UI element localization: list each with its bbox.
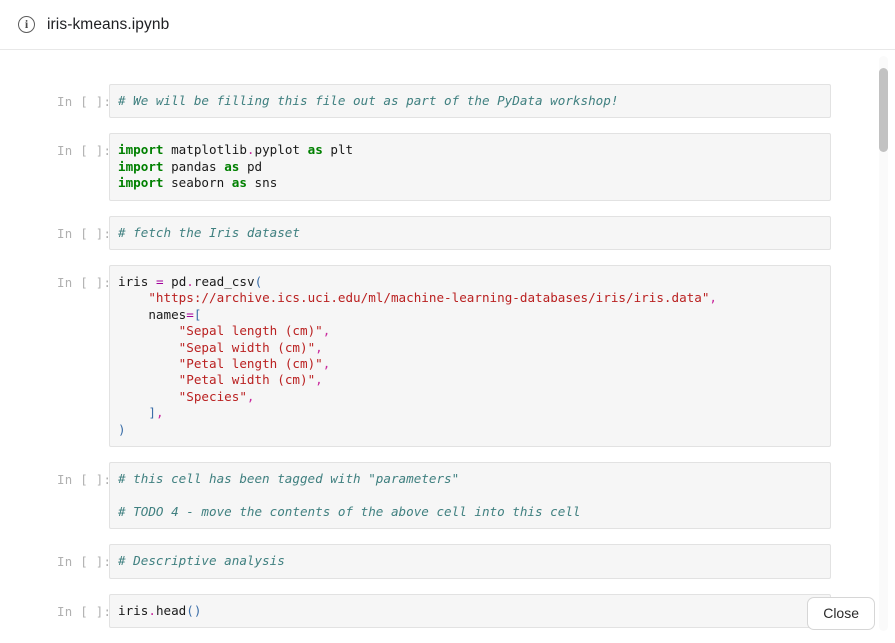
cell-source: # We will be filling this file out as pa… <box>118 93 619 108</box>
cell-source: iris.head() <box>118 602 202 618</box>
cell-source: # fetch the Iris dataset <box>118 224 300 240</box>
cell-editor[interactable]: # We will be filling this file out as pa… <box>109 84 831 119</box>
cell-prompt: In [ ]: <box>57 603 112 619</box>
cell-prompt: In [ ]: <box>57 94 112 109</box>
window-header: i iris-kmeans.ipynb <box>0 0 895 50</box>
cell-editor[interactable]: iris.head() <box>109 593 831 629</box>
notebook-cell[interactable]: In [ ]: # fetch the Iris dataset <box>0 215 858 251</box>
notebook-cell[interactable]: In [ ]: # Descriptive analysis <box>0 544 858 579</box>
notebook-cell[interactable]: In [ ]: # We will be filling this file ou… <box>0 84 858 119</box>
vertical-scrollbar[interactable] <box>879 56 888 631</box>
notebook-cell[interactable]: In [ ]: # this cell has been tagged with … <box>0 462 858 530</box>
cell-editor[interactable]: # Descriptive analysis <box>109 544 831 579</box>
cell-editor[interactable]: import matplotlib.pyplot as plt import p… <box>109 133 831 201</box>
cell-editor[interactable]: # this cell has been tagged with "parame… <box>109 462 831 530</box>
cell-prompt: In [ ]: <box>57 275 112 291</box>
scrollbar-thumb[interactable] <box>879 68 888 152</box>
close-button[interactable]: Close <box>807 596 875 630</box>
info-circle-icon[interactable]: i <box>18 16 35 33</box>
notebook-cell-list: In [ ]: # We will be filling this file ou… <box>0 51 858 643</box>
cell-editor[interactable]: # fetch the Iris dataset <box>109 215 831 251</box>
page-title: iris-kmeans.ipynb <box>47 15 170 33</box>
notebook-cell[interactable]: In [ ]: iris = pd.read_csv( "https://arch… <box>0 265 858 448</box>
cell-source: iris = pd.read_csv( "https://archive.ics… <box>118 274 718 437</box>
cell-prompt: In [ ]: <box>57 472 112 488</box>
cell-source: # Descriptive analysis <box>118 553 285 569</box>
cell-prompt: In [ ]: <box>57 143 112 159</box>
notebook-cell[interactable]: In [ ]: iris.head() <box>0 593 858 629</box>
cell-prompt: In [ ]: <box>57 225 112 241</box>
cell-source: import matplotlib.pyplot as plt import p… <box>118 142 354 191</box>
notebook-scroll-area[interactable]: In [ ]: # We will be filling this file ou… <box>0 51 895 643</box>
cell-source: # this cell has been tagged with "parame… <box>118 471 581 519</box>
cell-editor[interactable]: iris = pd.read_csv( "https://archive.ics… <box>109 265 831 448</box>
cell-prompt: In [ ]: <box>57 554 112 570</box>
notebook-cell[interactable]: In [ ]: import matplotlib.pyplot as plt i… <box>0 133 858 201</box>
